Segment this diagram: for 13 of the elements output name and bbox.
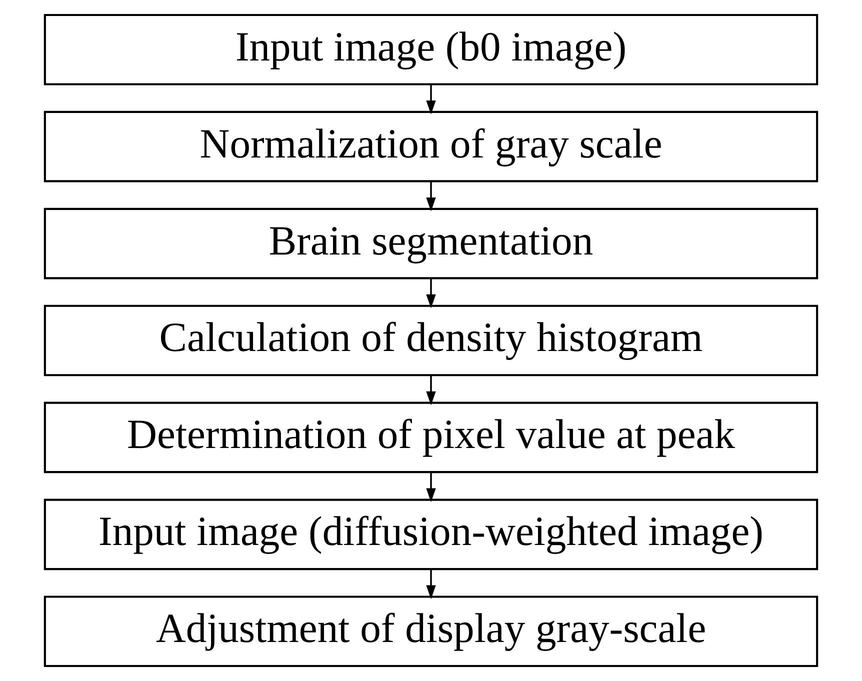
node-box: Determination of pixel value at peak	[44, 402, 818, 474]
node-box: Calculation of density histogram	[44, 304, 818, 376]
node-box: Brain segmentation	[44, 208, 818, 280]
arrow	[426, 182, 436, 212]
arrow	[426, 569, 436, 600]
node-box: Input image (diffusion-weighted image)	[44, 498, 818, 570]
arrow	[426, 278, 436, 308]
node-box: Adjustment of display gray-scale	[44, 596, 818, 668]
node-box: Normalization of gray scale	[44, 110, 818, 182]
node-box: Input image (b0 image)	[44, 14, 818, 86]
arrow	[426, 84, 436, 114]
arrow	[426, 472, 436, 502]
arrow	[426, 375, 436, 406]
